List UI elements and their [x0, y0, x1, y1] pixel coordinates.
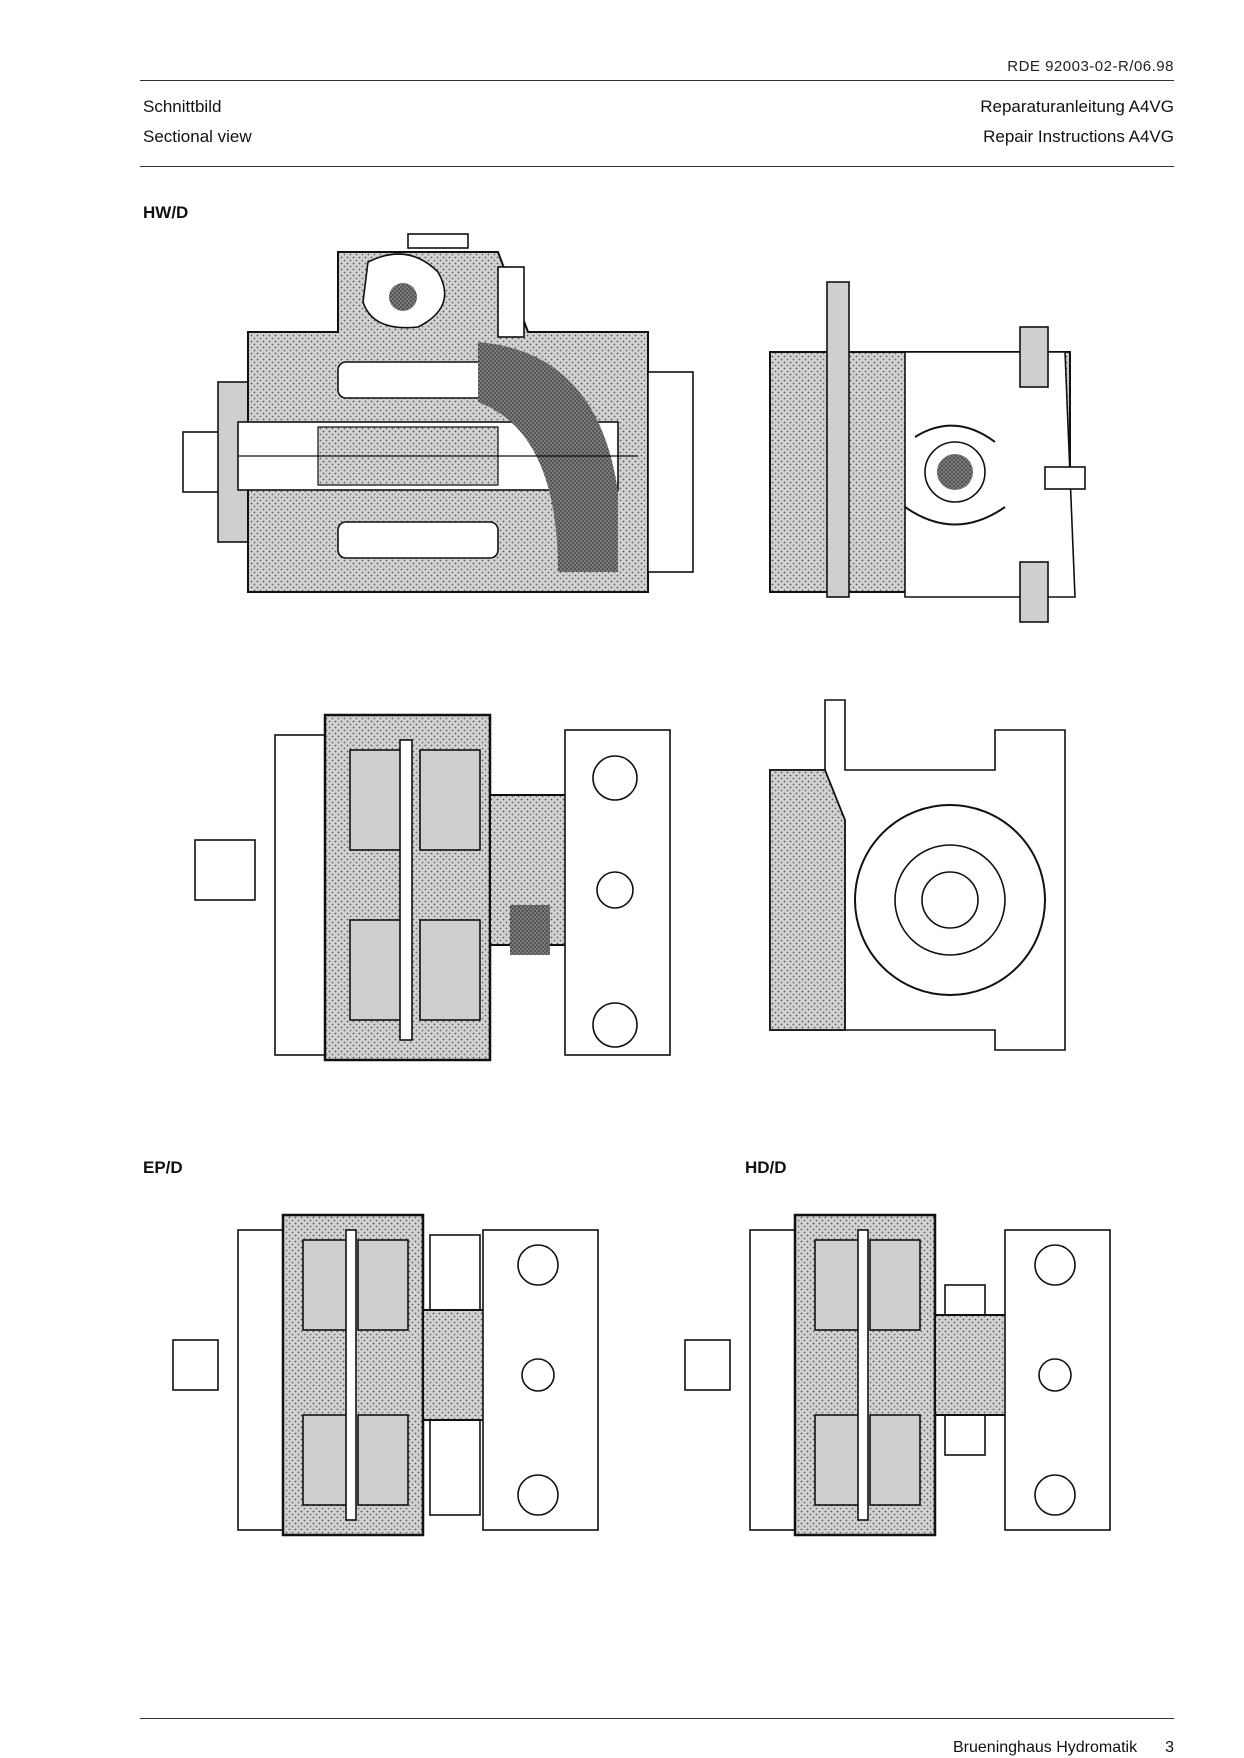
title-german: Schnittbild: [143, 97, 222, 116]
section-label-hdd: HD/D: [745, 1158, 787, 1177]
hwd-cross-section-drawing: [769, 281, 1086, 623]
section-label-hwd: HW/D: [143, 203, 189, 222]
epd-top-view-drawing: [172, 1213, 599, 1537]
hwd-top-view-drawing: [194, 713, 671, 1062]
section-label-epd: EP/D: [143, 1158, 183, 1177]
manual-title-english: Repair Instructions A4VG: [983, 127, 1174, 146]
document-number: RDE 92003-02-R/06.98: [1007, 58, 1174, 75]
header-top-rule: [140, 80, 1174, 81]
footer-rule: [140, 1718, 1174, 1719]
hwd-end-view-drawing: [769, 699, 1066, 1051]
hwd-longitudinal-section-drawing: [182, 233, 694, 593]
title-english: Sectional view: [143, 127, 252, 146]
page-number: 3: [1165, 1739, 1174, 1756]
manual-title-german: Reparaturanleitung A4VG: [980, 97, 1174, 116]
footer: Brueninghaus Hydromatik 3: [953, 1739, 1174, 1757]
hdd-top-view-drawing: [684, 1213, 1111, 1537]
header-bottom-rule: [140, 166, 1174, 167]
company-name: Brueninghaus Hydromatik: [953, 1739, 1138, 1756]
